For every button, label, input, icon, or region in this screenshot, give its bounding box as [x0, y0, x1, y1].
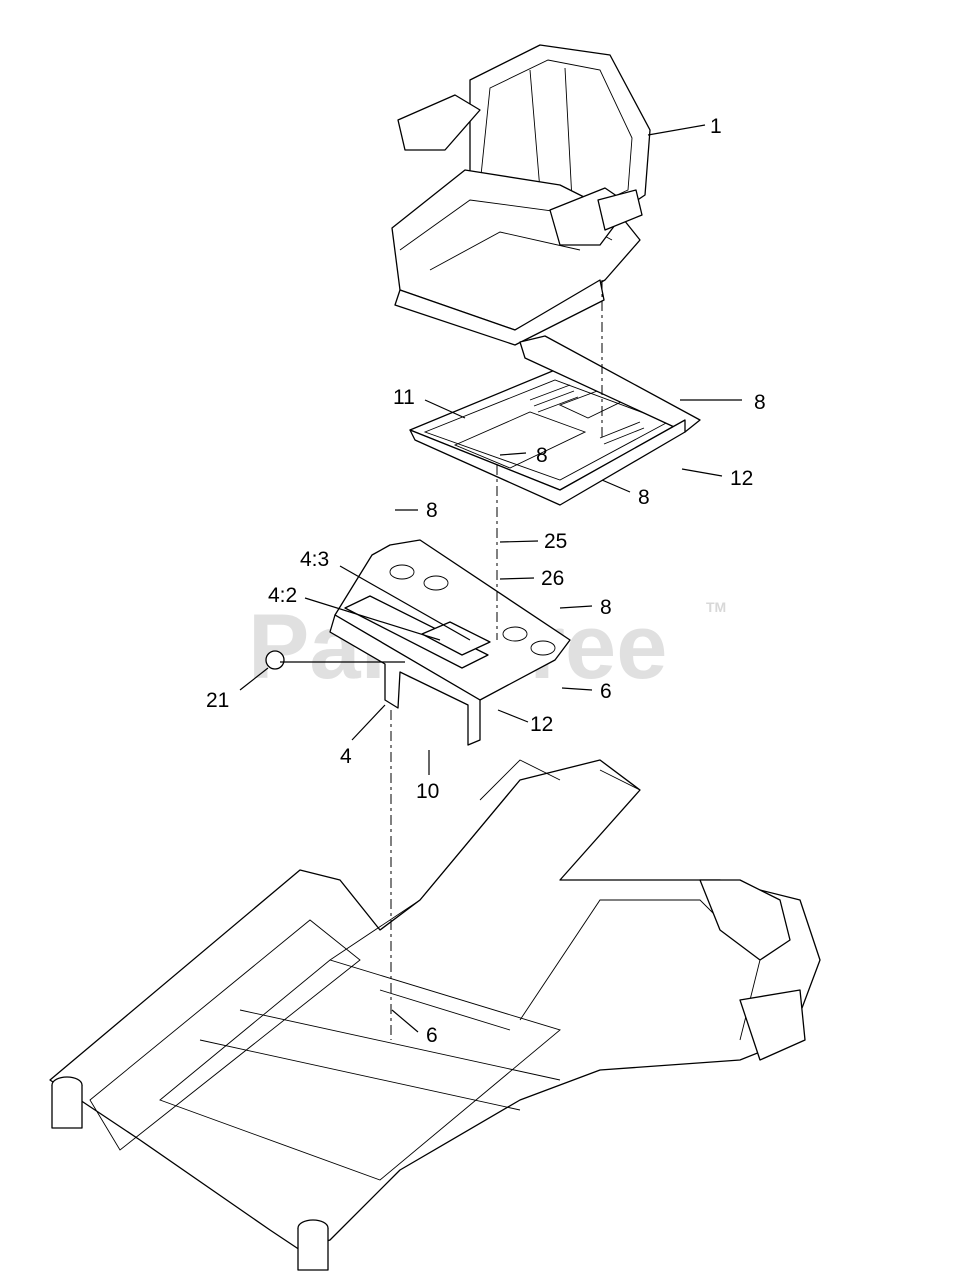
callout-8: 8	[536, 444, 548, 467]
callout-6: 6	[426, 1024, 438, 1047]
callout-4-3: 4:3	[300, 548, 329, 571]
callout-8: 8	[754, 391, 766, 414]
callout-25: 25	[544, 530, 567, 553]
callout-8: 8	[600, 596, 612, 619]
alignment-lines	[390, 280, 603, 1040]
callout-8: 8	[426, 499, 438, 522]
watermark-tm: TM	[706, 599, 726, 615]
callout-12: 12	[530, 713, 553, 736]
callout-labels: 1 8 11 8 12 8 8 25 4:3 26 4:2 8 21 6 12 …	[206, 115, 766, 1047]
callout-21: 21	[206, 689, 229, 712]
callout-1: 1	[710, 115, 722, 138]
callout-8: 8	[638, 486, 650, 509]
seat-plate-illustration	[265, 539, 571, 746]
callout-26: 26	[541, 567, 564, 590]
callout-11: 11	[393, 386, 415, 409]
callout-4-2: 4:2	[268, 584, 297, 607]
callout-4: 4	[340, 745, 352, 768]
leader-lines	[239, 124, 742, 1033]
callout-12: 12	[730, 467, 753, 490]
seat-illustration	[391, 44, 651, 346]
callout-6: 6	[600, 680, 612, 703]
callout-10: 10	[416, 780, 439, 803]
seat-pan-illustration	[409, 335, 701, 506]
frame-illustration	[49, 759, 821, 1271]
